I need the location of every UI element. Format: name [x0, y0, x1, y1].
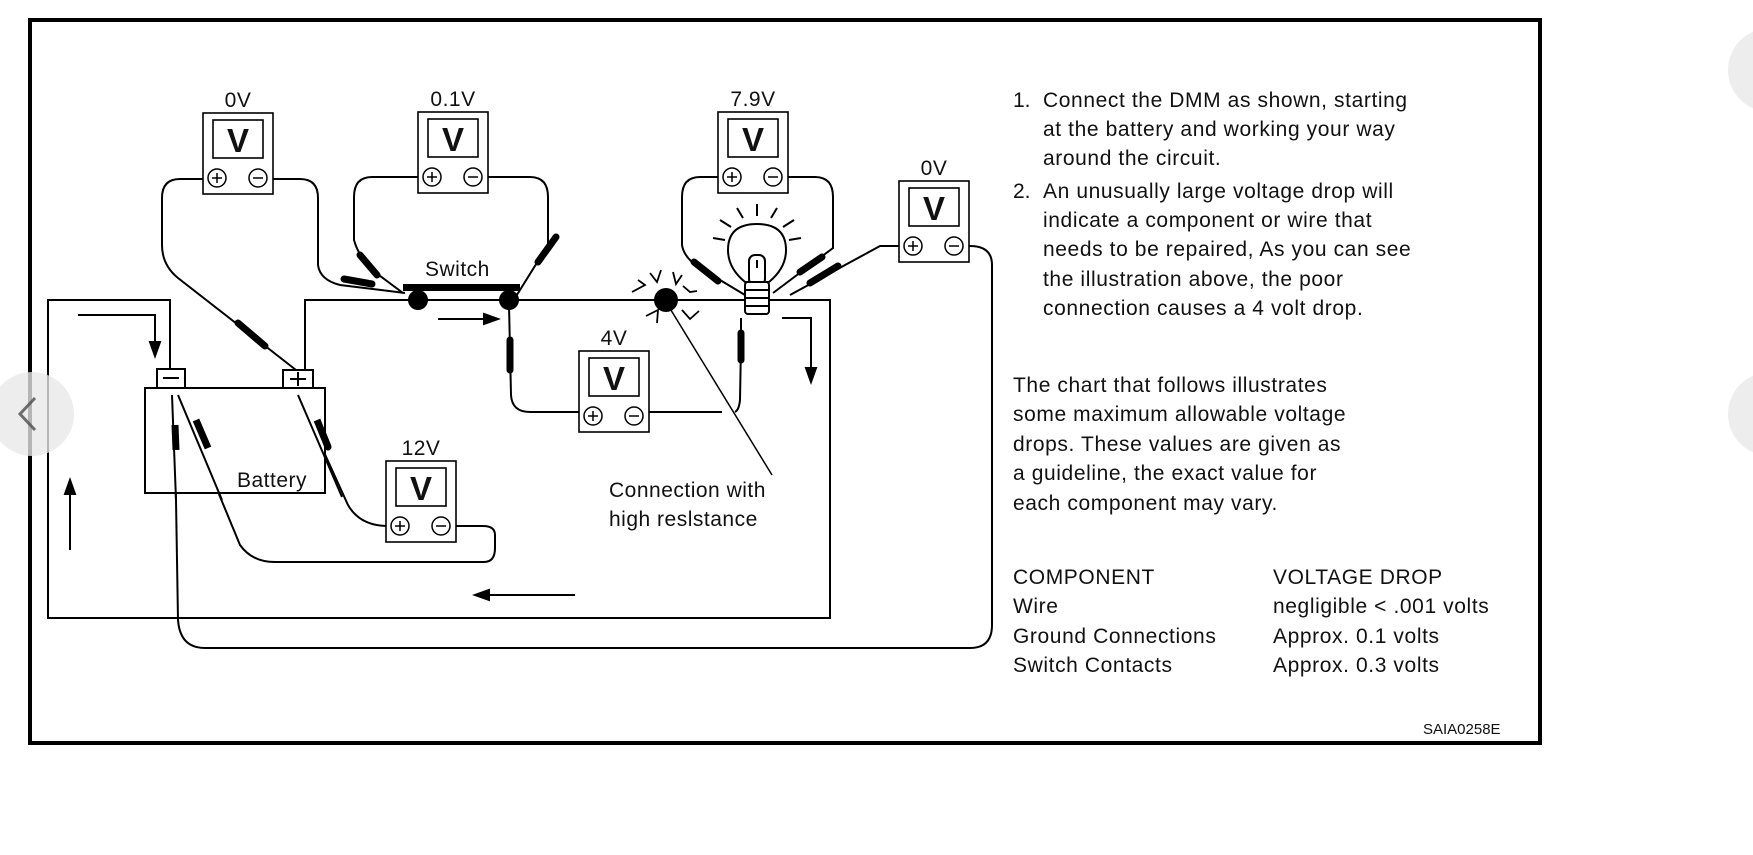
connection-leader-line [665, 301, 773, 476]
bulb-glass [726, 222, 788, 283]
voltmeter-battery: V 12V [385, 437, 457, 543]
chevron-right-icon [1728, 28, 1753, 112]
intro-line-1: The chart that follows illustrates [1013, 374, 1328, 397]
meter-display-symbol: V [410, 470, 432, 507]
connection-label-line2: high reslstance [609, 508, 758, 531]
meter-display [908, 187, 960, 227]
meter-display-symbol: V [442, 121, 464, 158]
switch: Switch [403, 258, 520, 310]
voltmeter-poor-connection: V 4V [578, 327, 650, 433]
meter-display [212, 119, 264, 159]
bulb-filament-stem [748, 254, 766, 286]
wire-01v-pos-lead [353, 176, 424, 294]
battery-label: Battery [237, 469, 307, 492]
next-image-button-top[interactable] [1728, 28, 1753, 112]
table-row-switch-component: Switch Contacts [1013, 654, 1173, 677]
wire-79v-neg-lead [772, 176, 834, 294]
high-resistance-connection: Connection with high reslstance [609, 269, 766, 531]
switch-contact-left [408, 290, 428, 310]
meter-reading: 7.9V [730, 88, 775, 111]
meter-display-symbol: V [603, 360, 625, 397]
table-header-voltage-drop: VOLTAGE DROP [1273, 566, 1443, 589]
meter-reading: 0V [225, 89, 252, 112]
intro-line-4: a guideline, the exact value for [1013, 462, 1317, 485]
instructions-list: 1. Connect the DMM as shown, starting at… [1013, 89, 1411, 320]
table-row-ground-component: Ground Connections [1013, 625, 1216, 648]
instruction-number-1: 1. [1013, 89, 1031, 112]
meter-display-symbol: V [923, 190, 945, 227]
instruction-2-line-2: indicate a component or wire that [1043, 209, 1372, 232]
meter-display [395, 467, 447, 507]
meter-display-symbol: V [227, 122, 249, 159]
light-bulb [712, 204, 802, 315]
meter-reading: 0.1V [430, 88, 475, 111]
meter-reading: 12V [402, 437, 441, 460]
meter-display [588, 357, 640, 397]
voltmeter-bulb: V 7.9V [717, 88, 789, 194]
voltmeters: V 0V V 0.1V V 7.9V V 0V V 4V V 12V [202, 88, 970, 543]
wire-4v-bulb-lead [734, 344, 742, 413]
intro-line-3: drops. These values are given as [1013, 433, 1341, 456]
intro-line-2: some maximum allowable voltage [1013, 403, 1346, 426]
instruction-2-line-5: connection causes a 4 volt drop. [1043, 297, 1363, 320]
instruction-1-line-2: at the battery and working your way [1043, 118, 1396, 141]
instruction-1-line-3: around the circuit. [1043, 147, 1221, 170]
voltmeter-bulb-ground: V 0V [898, 157, 970, 263]
wire-12v-neg-lead [177, 394, 496, 563]
table-row-wire-component: Wire [1013, 595, 1059, 618]
table-row-wire-value: negligible < .001 volts [1273, 595, 1489, 618]
instruction-1-line-1: Connect the DMM as shown, starting [1043, 89, 1408, 112]
table-row-ground-value: Approx. 0.1 volts [1273, 625, 1440, 648]
meter-reading: 4V [601, 327, 628, 350]
switch-bar [403, 284, 520, 291]
connection-label-line1: Connection with [609, 479, 766, 502]
chart-intro-paragraph: The chart that follows illustrates some … [1013, 374, 1346, 515]
voltage-drop-table: COMPONENT VOLTAGE DROP Wire negligible <… [1013, 566, 1489, 677]
chevron-right-icon [1728, 372, 1753, 456]
battery: Battery [144, 368, 343, 501]
meter-display [727, 118, 779, 158]
wire-return-loop [47, 299, 831, 619]
voltmeter-switch: V 0.1V [417, 88, 489, 194]
wire-4v-pos-lead [508, 304, 584, 413]
figure-id-code: SAIA0258E [1423, 721, 1501, 738]
switch-label: Switch [425, 258, 490, 281]
wire-0v-neg-lead [268, 178, 406, 294]
meter-display [427, 118, 479, 158]
meter-reading: 0V [921, 157, 948, 180]
voltmeter-battery-negative-ground: V 0V [202, 89, 274, 195]
instruction-2-line-3: needs to be repaired, As you can see [1043, 238, 1411, 261]
wire-0v-pos-lead [161, 178, 297, 371]
intro-line-5: each component may vary. [1013, 492, 1278, 515]
instruction-2-line-1: An unusually large voltage drop will [1043, 180, 1394, 203]
current-flow-arrows [63, 312, 818, 602]
bulb-glow-rays [712, 204, 802, 241]
instruction-2-line-4: the illustration above, the poor [1043, 268, 1344, 291]
next-image-button[interactable] [1728, 372, 1753, 456]
table-header-component: COMPONENT [1013, 566, 1155, 589]
instruction-number-2: 2. [1013, 180, 1031, 203]
table-row-switch-value: Approx. 0.3 volts [1273, 654, 1440, 677]
meter-display-symbol: V [742, 121, 764, 158]
chevron-left-icon [17, 396, 37, 432]
previous-image-button[interactable] [0, 372, 74, 456]
wire-01v-neg-lead [484, 176, 549, 299]
switch-contact-right [499, 290, 519, 310]
wire-ground-probe-loop [171, 245, 993, 649]
bad-connection-dot [654, 288, 678, 312]
